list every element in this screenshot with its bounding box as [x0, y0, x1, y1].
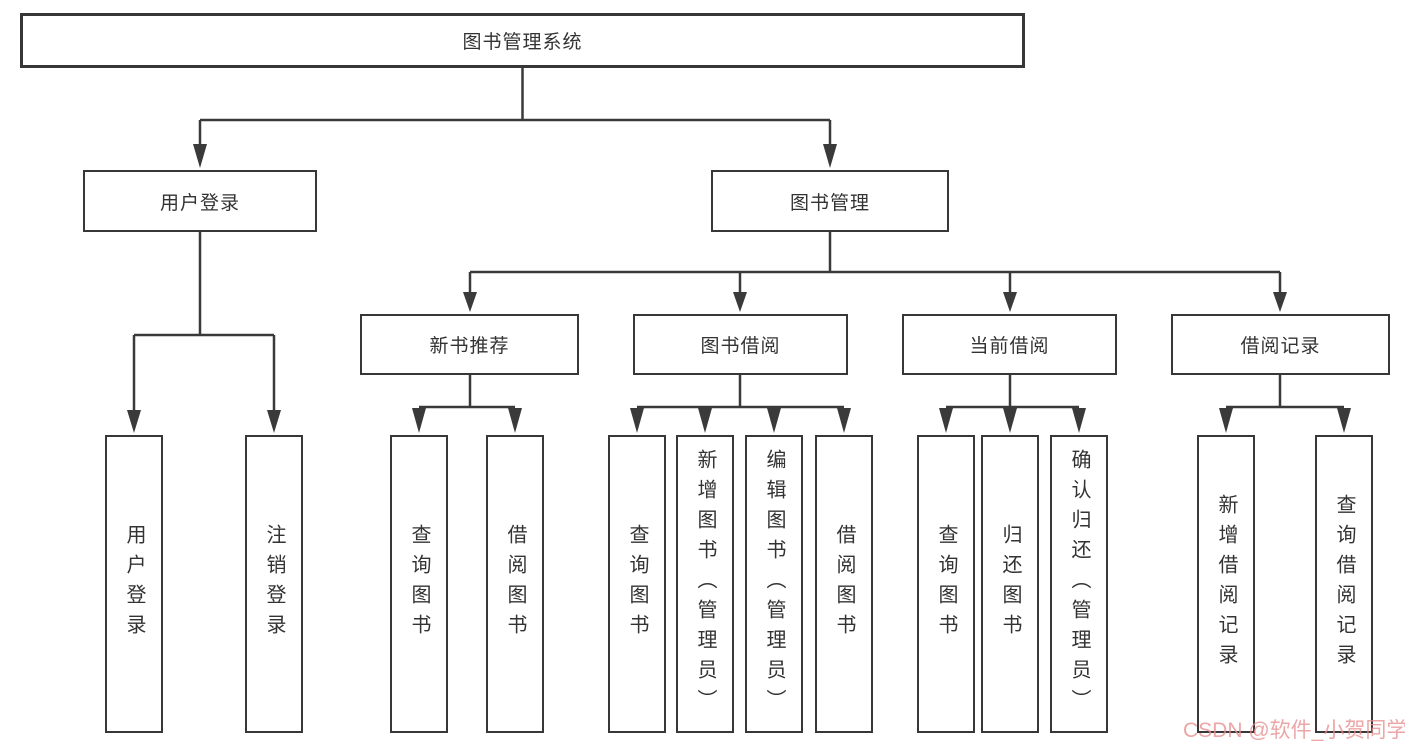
node-label: 当前借阅 [969, 336, 1050, 357]
node-borrow-books-recommend: 借阅图书 [486, 435, 544, 733]
node-confirm-return-admin: 确认归还（管理员） [1050, 435, 1108, 733]
arrow-down-icon [767, 408, 781, 433]
node-query-books-borrowing: 查询图书 [608, 435, 666, 733]
arrow-down-icon [508, 408, 522, 433]
node-add-borrow-record: 新增借阅记录 [1197, 435, 1255, 733]
arrow-down-icon [1003, 292, 1017, 312]
arrow-down-icon [698, 408, 712, 433]
node-add-book-admin: 新增图书（管理员） [676, 435, 734, 733]
node-label: 确认归还（管理员） [1068, 449, 1090, 719]
node-label: 图书管理 [789, 192, 870, 214]
node-book-borrowing: 图书借阅 [633, 314, 848, 375]
node-label: 借阅图书 [504, 524, 526, 644]
arrow-down-icon [1273, 292, 1287, 312]
watermark-text: CSDN @软件_小贺同学 [1183, 719, 1405, 742]
node-library-system: 图书管理系统 [20, 13, 1025, 68]
node-label: 借阅记录 [1240, 336, 1321, 357]
arrow-down-icon [733, 292, 747, 312]
node-label: 新增借阅记录 [1215, 494, 1237, 674]
arrow-down-icon [837, 408, 851, 433]
node-label: 借阅图书 [833, 524, 855, 644]
node-label: 查询借阅记录 [1333, 494, 1355, 674]
arrow-down-icon [193, 144, 207, 168]
node-current-borrowing: 当前借阅 [902, 314, 1117, 375]
connector-book-borrow-children [630, 375, 851, 433]
node-book-management: 图书管理 [711, 170, 949, 232]
connector-borrow-records-children [1219, 375, 1351, 433]
connector-current-borrow-children [939, 375, 1086, 433]
node-borrowing-records: 借阅记录 [1171, 314, 1390, 375]
node-label: 查询图书 [626, 524, 648, 644]
arrow-down-icon [1337, 408, 1351, 433]
node-label: 新书推荐 [429, 336, 510, 357]
node-logout-leaf: 注销登录 [245, 435, 303, 733]
node-label: 图书借阅 [700, 336, 781, 357]
arrow-down-icon [412, 408, 426, 433]
node-query-books-recommend: 查询图书 [390, 435, 448, 733]
arrow-down-icon [630, 408, 644, 433]
connector-new-book-children [412, 375, 522, 433]
node-label: 图书管理系统 [462, 32, 583, 53]
node-return-books: 归还图书 [981, 435, 1039, 733]
node-label: 归还图书 [999, 524, 1021, 644]
node-query-books-current: 查询图书 [917, 435, 975, 733]
arrow-down-icon [463, 292, 477, 312]
node-label: 编辑图书（管理员） [763, 449, 785, 719]
node-label: 新增图书（管理员） [694, 449, 716, 719]
arrow-down-icon [1003, 408, 1017, 433]
node-new-book-recommendation: 新书推荐 [360, 314, 579, 375]
node-user-login-leaf: 用户登录 [105, 435, 163, 733]
node-label: 用户登录 [159, 192, 240, 214]
connector-root-to-level2 [193, 68, 837, 168]
arrow-down-icon [267, 410, 281, 433]
node-label: 查询图书 [408, 524, 430, 644]
arrow-down-icon [127, 410, 141, 433]
node-query-borrow-record: 查询借阅记录 [1315, 435, 1373, 733]
node-user-login: 用户登录 [83, 170, 317, 232]
arrow-down-icon [823, 144, 837, 168]
node-edit-book-admin: 编辑图书（管理员） [745, 435, 803, 733]
node-label: 查询图书 [935, 524, 957, 644]
node-label: 注销登录 [263, 524, 285, 644]
arrow-down-icon [1219, 408, 1233, 433]
node-label: 用户登录 [123, 524, 145, 644]
arrow-down-icon [1072, 408, 1086, 433]
node-borrow-books-leaf: 借阅图书 [815, 435, 873, 733]
connector-book-mgmt-groups [463, 232, 1287, 312]
connector-user-login-children [127, 232, 281, 433]
arrow-down-icon [939, 408, 953, 433]
